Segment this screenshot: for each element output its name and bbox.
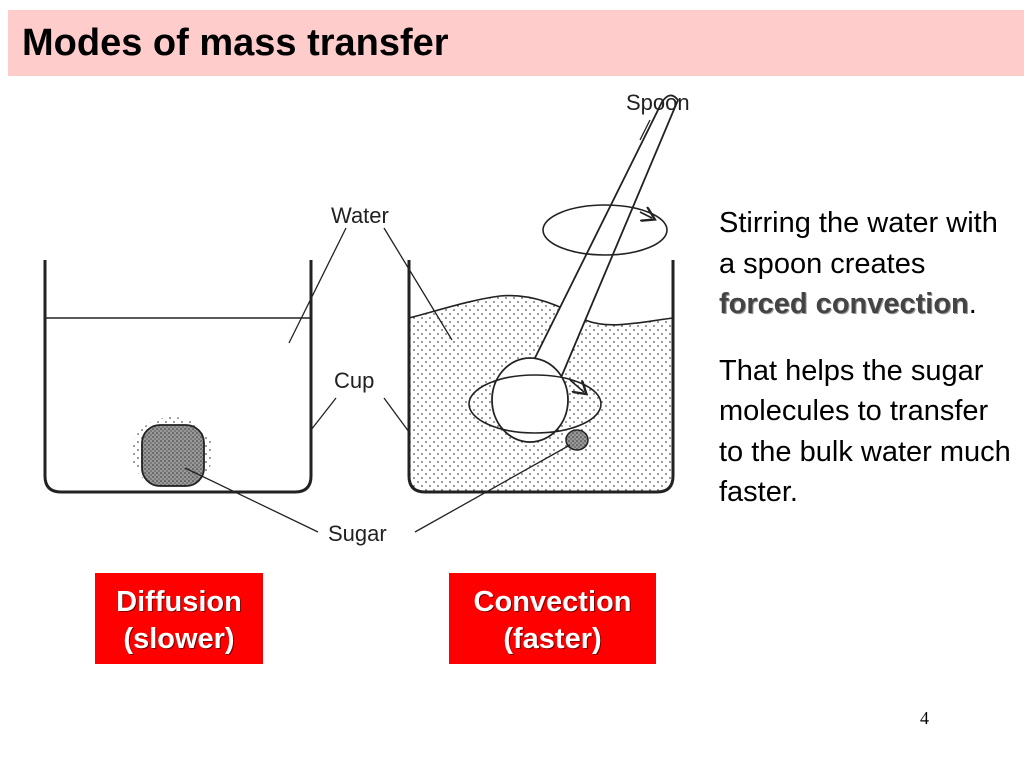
spoon-label: Spoon (626, 90, 690, 115)
explanation-intro: Stirring the water with a spoon creates (719, 207, 998, 280)
forced-convection-term: forced convection (719, 288, 969, 320)
spoon-bowl (491, 357, 569, 443)
water-circulation-loop (468, 374, 602, 434)
small-sugar-piece (565, 429, 589, 451)
sugar-leader-right (414, 444, 571, 533)
explanation-period: . (968, 288, 977, 320)
spoon-handle (527, 94, 680, 381)
diffusion-caption-speed: (slower) (123, 623, 235, 655)
cup-label: Cup (334, 368, 374, 393)
convection-caption: Convection (faster) (449, 573, 656, 664)
cup-leader-left (310, 397, 337, 431)
stirring-motion-loop (542, 204, 668, 256)
slide-title: Modes of mass transfer (22, 22, 449, 64)
sugar-label: Sugar (328, 521, 387, 546)
cup-outline (407, 260, 675, 494)
diffusion-cup (43, 260, 313, 494)
leader-lines (184, 119, 651, 533)
explanation-paragraph-1: Stirring the water with a spoon creates … (719, 203, 1019, 325)
convection-caption-speed: (faster) (503, 623, 602, 655)
spoon-leader (639, 119, 651, 141)
circulation-arrow-icon (569, 379, 584, 392)
water-label: Water (331, 203, 389, 228)
title-bar: Modes of mass transfer (8, 10, 1024, 76)
diffusion-caption: Diffusion (slower) (95, 573, 263, 664)
slide-number: 4 (920, 708, 929, 728)
sugar-cube (141, 424, 205, 487)
stirring-arrow-icon (639, 212, 652, 218)
water-surface-wave (408, 294, 674, 326)
water-leader-right (383, 227, 453, 341)
explanation-text: Stirring the water with a spoon creates … (719, 203, 1019, 513)
diffusion-caption-title: Diffusion (116, 586, 242, 618)
cup-outline (43, 260, 313, 494)
convection-caption-title: Convection (473, 586, 632, 618)
convection-cup (407, 94, 680, 494)
explanation-paragraph-2: That helps the sugar molecules to transf… (719, 354, 1011, 509)
water-leader-left (288, 227, 347, 344)
cup-leader-right (383, 397, 410, 433)
sugar-leader-left (184, 467, 319, 533)
